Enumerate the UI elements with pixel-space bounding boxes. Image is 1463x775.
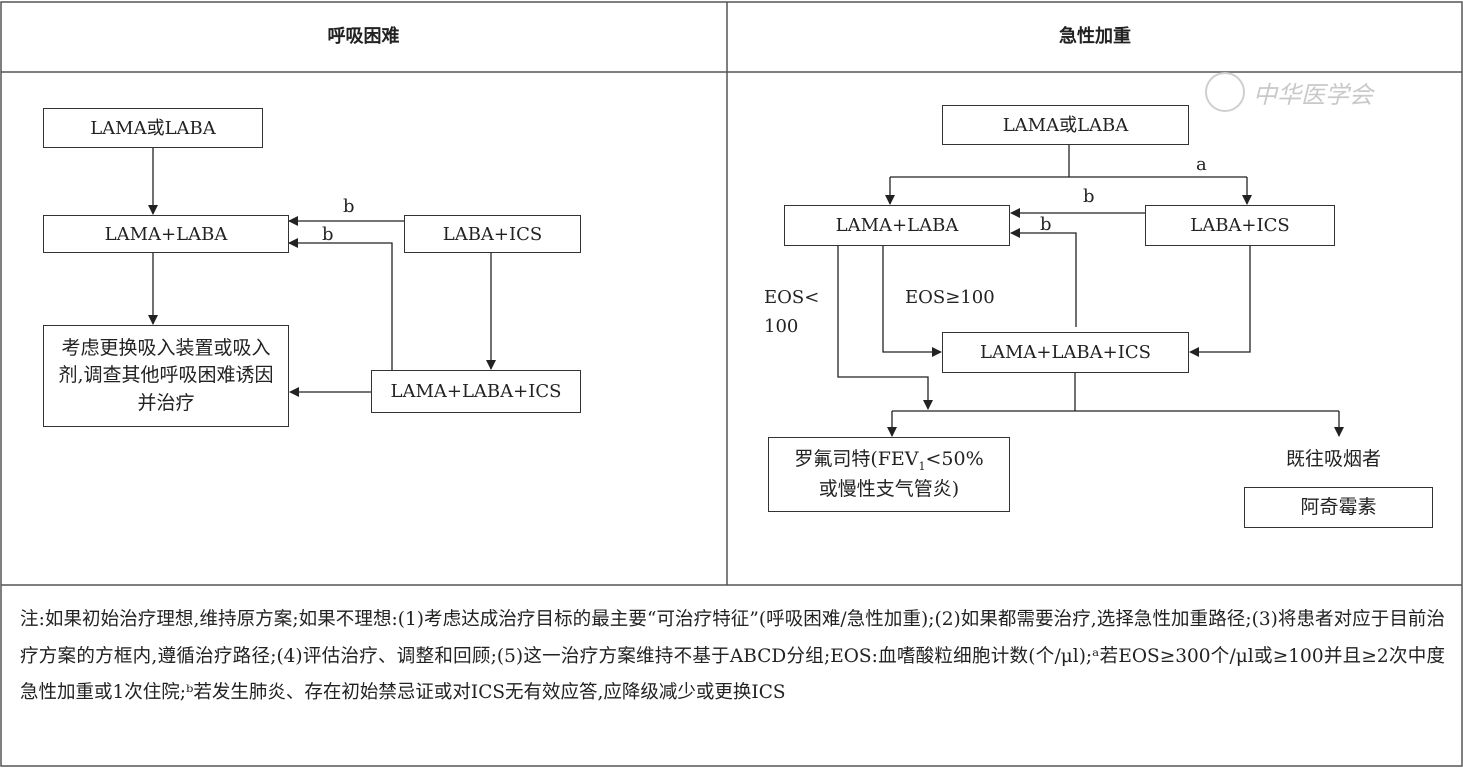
header-exacerbation: 急性加重 [1059,26,1131,47]
right-label-b2: b [1040,214,1052,235]
left-box-lama-laba: LAMA+LABA [43,215,289,253]
left-arrows [148,148,496,397]
seal-icon [1205,72,1245,112]
fev-subscript: 1 [918,459,926,473]
roflumilast-line2: 或慢性支气管炎) [818,478,960,501]
right-label-former-smoker: 既往吸烟者 [1286,448,1382,470]
right-label-eos-low-1: EOS< [764,287,820,308]
right-label-a: a [1196,154,1207,175]
roflumilast-text: 罗氟司特(FEV [794,448,919,471]
right-box-lama-or-laba: LAMA或LABA [942,105,1189,145]
left-box-consider-device: 考虑更换吸入装置或吸入剂,调查其他呼吸困难诱因并治疗 [43,325,289,427]
left-label-b2: b [322,224,334,245]
right-label-b1: b [1083,186,1095,207]
right-box-roflumilast: 罗氟司特(FEV1<50% 或慢性支气管炎) [768,437,1010,512]
watermark: 中华医学会 [1205,72,1373,112]
right-label-eos-high: EOS≥100 [905,287,995,308]
right-box-azithromycin: 阿奇霉素 [1244,487,1433,528]
right-label-eos-low-2: 100 [764,316,799,337]
footnotes: 注:如果初始治疗理想,维持原方案;如果不理想:(1)考虑达成治疗目标的最主要“可… [20,609,1445,703]
roflumilast-threshold: <50% [925,448,984,471]
right-box-lama-laba: LAMA+LABA [784,205,1010,246]
left-box-triple: LAMA+LABA+ICS [371,370,581,413]
right-box-laba-ics: LABA+ICS [1145,205,1335,246]
watermark-text: 中华医学会 [1253,80,1373,109]
right-arrows [837,145,1344,437]
left-label-b1: b [343,196,355,217]
right-box-triple: LAMA+LABA+ICS [942,332,1189,373]
left-box-lama-or-laba: LAMA或LABA [43,108,263,148]
left-box-laba-ics: LABA+ICS [404,215,581,253]
header-dyspnea: 呼吸困难 [327,26,400,47]
roflumilast-line1: 罗氟司特(FEV1<50% [794,445,983,475]
